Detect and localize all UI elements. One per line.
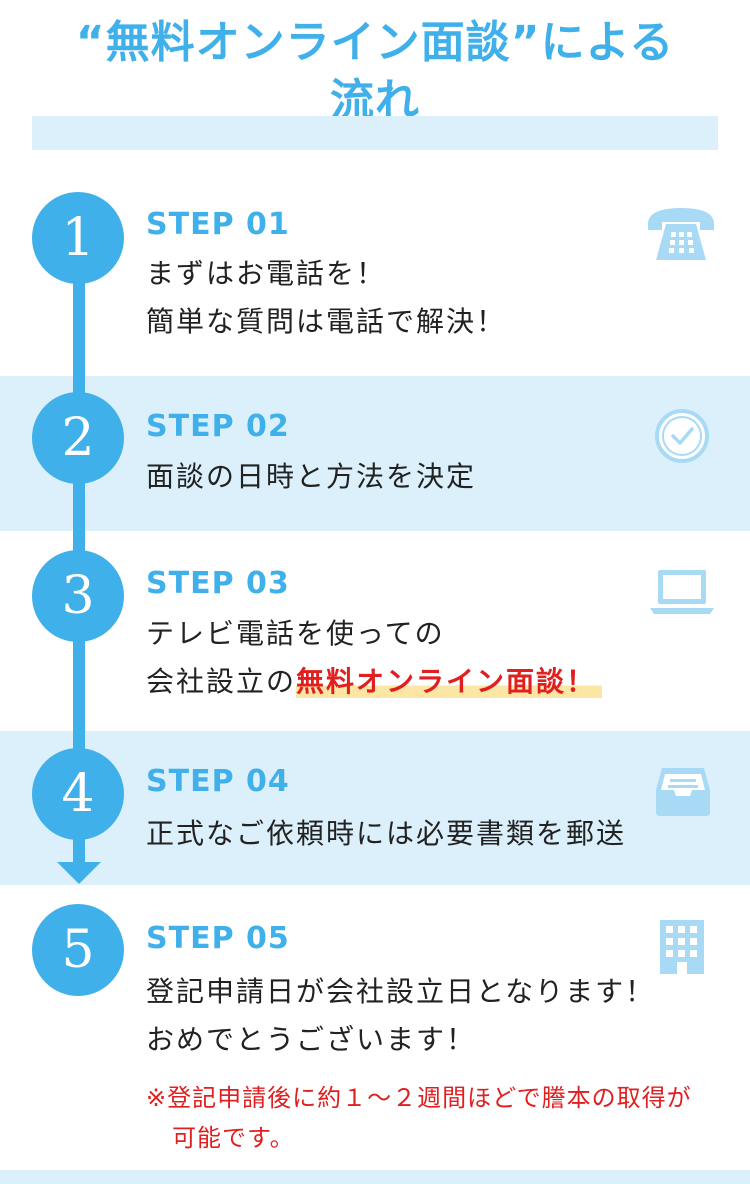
step-5-line1: 登記申請日が会社設立日となります！ [146, 975, 656, 1008]
step-2-line1: 面談の日時と方法を決定 [146, 460, 477, 493]
step-2-number: 2 [32, 392, 124, 484]
step-3-line2-prefix: 会社設立の [146, 665, 297, 698]
laptop-icon [650, 570, 714, 614]
step-2-text: 面談の日時と方法を決定 [146, 453, 476, 501]
step-5-number: 5 [32, 904, 124, 996]
clock-icon [655, 409, 709, 463]
step-5-label: STEP 05 [146, 921, 290, 956]
page-title: “無料オンライン面談”による 流れ [0, 14, 750, 130]
step-1-line1: まずはお電話を！ [146, 257, 387, 290]
timeline-line [73, 230, 85, 865]
step-4-text: 正式なご依頼時には必要書類を郵送 [146, 810, 626, 858]
step-3-line2: 会社設立の無料オンライン面談！ [146, 658, 603, 706]
page-title-line1: “無料オンライン面談”による [75, 17, 675, 68]
timeline-arrow-icon [57, 862, 101, 884]
bottom-band [0, 1170, 750, 1184]
step-2-background [0, 376, 750, 531]
step-5-note-line2: 可能です。 [172, 1124, 295, 1152]
step-4-label: STEP 04 [146, 764, 290, 799]
step-5-line2: おめでとうございます！ [146, 1023, 477, 1056]
building-icon [660, 920, 704, 974]
step-1-line2: 簡単な質問は電話で解決！ [146, 305, 507, 338]
step-3-highlight: 無料オンライン面談！ [296, 665, 603, 698]
step-5-note: ※登記申請後に約１〜２週間ほどで謄本の取得が 可能です。 [146, 1078, 726, 1158]
step-4-background [0, 731, 750, 885]
step-4-line1: 正式なご依頼時には必要書類を郵送 [146, 817, 627, 850]
step-1-number: 1 [32, 192, 124, 284]
step-3-number: 3 [32, 550, 124, 642]
telephone-icon [648, 208, 714, 260]
step-3-line1: テレビ電話を使っての [146, 617, 445, 650]
step-3-label: STEP 03 [146, 566, 290, 601]
step-5-text: 登記申請日が会社設立日となります！ おめでとうございます！ [146, 968, 655, 1064]
inbox-tray-icon [656, 768, 710, 816]
step-2-label: STEP 02 [146, 409, 290, 444]
step-1-label: STEP 01 [146, 207, 290, 242]
step-4-number: 4 [32, 748, 124, 840]
title-underline-bar [32, 116, 718, 150]
step-1-text: まずはお電話を！ 簡単な質問は電話で解決！ [146, 250, 506, 346]
step-5-note-line1: ※登記申請後に約１〜２週間ほどで謄本の取得が [146, 1084, 692, 1112]
step-3-text: テレビ電話を使っての 会社設立の無料オンライン面談！ [146, 610, 603, 706]
